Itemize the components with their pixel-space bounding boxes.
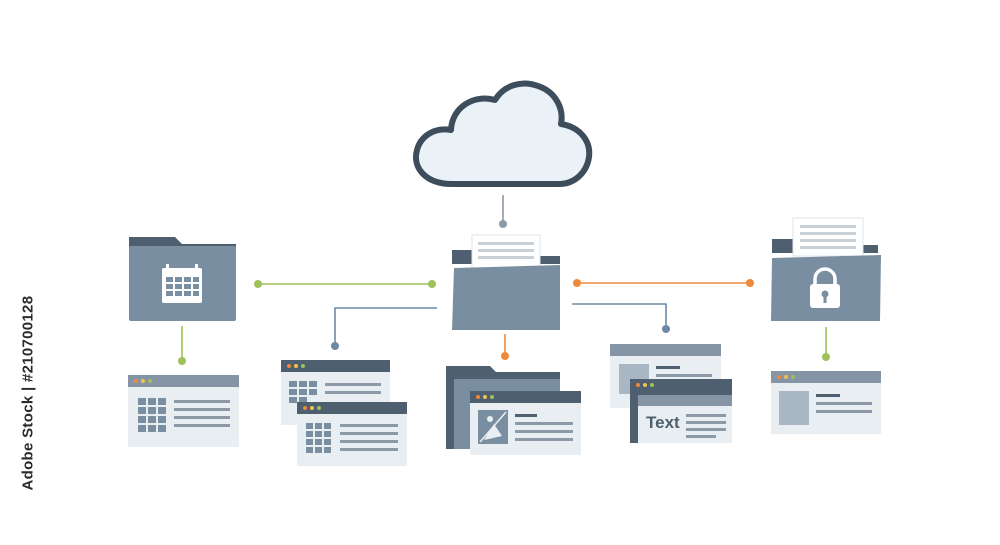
connector-dot: [501, 352, 509, 360]
window-text-label: Text: [646, 413, 680, 432]
secure-folder: [771, 217, 881, 321]
calendar-icon: [162, 264, 202, 303]
connector-dot: [822, 353, 830, 361]
documents-folder: [452, 234, 560, 330]
lock-icon: [810, 267, 840, 308]
stock-id-label: Adobe Stock | #210700128: [19, 296, 37, 491]
calendar-folder: [129, 237, 236, 321]
connector-dot: [499, 220, 507, 228]
connector-dot: [178, 357, 186, 365]
stock-separator: |: [19, 386, 37, 392]
stock-brand: Adobe Stock: [19, 395, 37, 491]
browser-window-icon: [128, 375, 239, 447]
connector-dot: [331, 342, 339, 350]
connector-dot: [573, 279, 581, 287]
document-icon: Text: [630, 379, 732, 443]
connector-right-windows: [572, 303, 667, 328]
stock-id-number: #210700128: [19, 295, 37, 383]
image-icon: [470, 391, 581, 455]
browser-window-icon: [297, 402, 407, 466]
browser-window-icon: [771, 371, 881, 434]
connector-dot: [254, 280, 262, 288]
cloud-icon: [413, 80, 593, 187]
connector-left-windows: [334, 307, 437, 345]
connector-lines: [178, 195, 830, 365]
connector-dot: [746, 279, 754, 287]
connector-dot: [662, 325, 670, 333]
connector-dot: [428, 280, 436, 288]
